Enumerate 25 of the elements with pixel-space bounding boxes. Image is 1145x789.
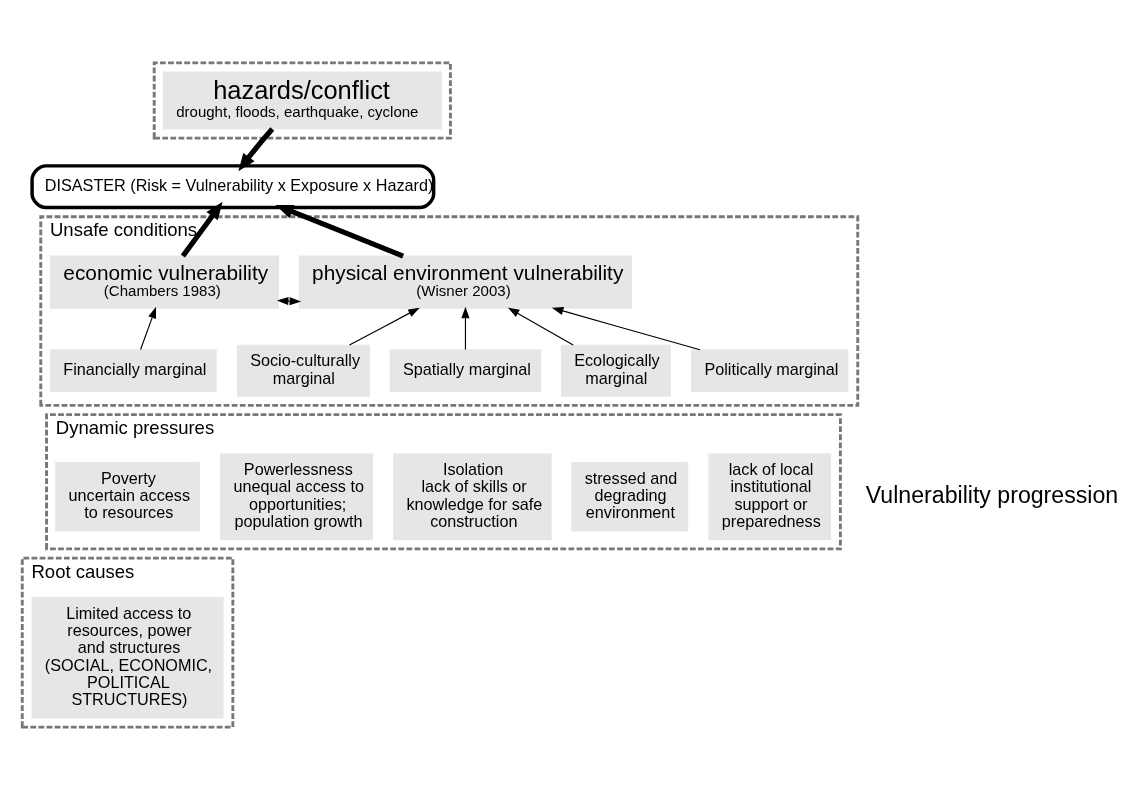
arrow [180,201,223,258]
node-box: Isolation lack of skills or knowledge for safe construction [393,452,552,540]
node-box: physical environment vulnerability (Wisner 2003) [298,255,633,309]
node-box: Poverty uncertain access to resources [55,461,200,532]
node-box: Powerlessness unequal access to opportunities; population growth [220,452,373,540]
node-box: Spatially marginal [389,348,542,392]
node-box: Socio-culturally marginal [236,344,370,397]
node-box: economic vulnerability (Chambers 1983) [50,255,280,309]
arrow [275,204,405,258]
node-box: stressed and degrading environment [571,461,689,532]
node-box: Limited access to resources, power and structures (SOCIAL, ECONOMIC, POLITICAL STRUCTURES) [31,596,224,718]
node-box: Ecologically marginal [560,344,671,397]
arrow [276,296,302,305]
label: Vulnerability progression [865,481,1119,508]
arrow [348,307,420,346]
cluster [152,60,452,140]
arrow [551,306,701,350]
arrow [507,307,574,346]
node-box: hazards/conflict drought, floods, earthquake, cyclone [162,71,442,129]
arrow [461,306,470,350]
node-box: DISASTER (Risk = Vulnerability x Exposure x Hazard) [30,163,436,209]
node-box: lack of local institutional support or preparedness [708,452,832,540]
node-box: Financially marginal [50,348,217,392]
node-box: Politically marginal [691,348,849,392]
arrow [140,306,157,350]
